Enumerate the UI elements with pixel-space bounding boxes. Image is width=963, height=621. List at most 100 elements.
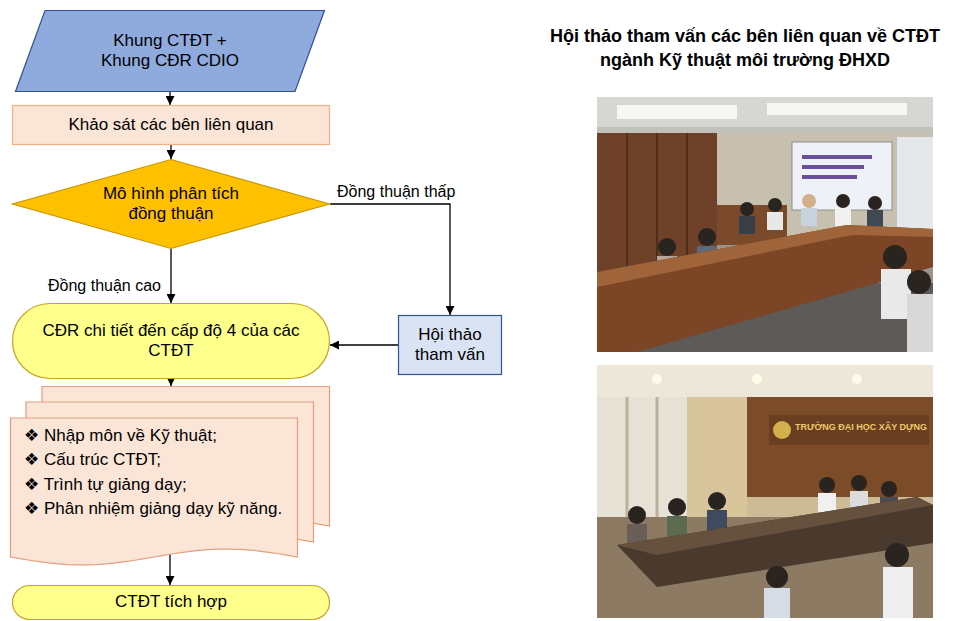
meeting-photo — [597, 365, 933, 618]
flow-arrow — [169, 554, 170, 585]
photo-detail — [769, 415, 929, 445]
photo-detail — [881, 481, 897, 497]
photo-detail — [747, 397, 933, 497]
multi-document-outline — [10, 386, 330, 566]
photo-detail — [802, 165, 864, 169]
document-page — [42, 387, 330, 534]
photo-detail — [802, 194, 816, 208]
edge-label: Đồng thuận thấp — [335, 182, 457, 201]
photo-detail — [767, 212, 783, 230]
photo-detail — [852, 374, 862, 384]
node-text: Mô hình phân tích đồng thuận — [91, 184, 251, 225]
terminator-box: CĐR chi tiết đến cấp độ 4 của các CTĐT — [12, 303, 330, 379]
node-text: ❖ Phân nhiệm giảng dạy kỹ năng. — [24, 499, 286, 519]
decision-diamond: Mô hình phân tích đồng thuận — [12, 159, 330, 249]
edge-label: Đồng thuận cao — [46, 276, 163, 295]
photo-detail — [740, 202, 754, 216]
node-text: CĐR chi tiết đến cấp độ 4 của các CTĐT — [41, 321, 301, 362]
terminator-box-outline — [12, 303, 330, 379]
photo-detail — [698, 228, 716, 246]
flow-arrow — [330, 344, 398, 345]
node-text: ❖ Cấu trúc CTĐT; — [24, 450, 286, 470]
photo-detail — [739, 216, 755, 234]
process-box: Khảo sát các bên liên quan — [12, 105, 330, 145]
photo-detail — [687, 397, 747, 517]
photo-detail — [867, 210, 883, 228]
decision-diamond-outline — [12, 159, 330, 249]
node-text: ❖ Nhập môn về Kỹ thuật; — [24, 426, 286, 446]
shape-fill — [13, 106, 330, 145]
node-text: Hội thảo tham vấn — [404, 325, 496, 366]
photo-detail — [768, 198, 782, 212]
shape-fill — [399, 316, 502, 375]
node-text: Khung CTĐT + Khung CĐR CDIO — [93, 31, 248, 72]
photo-detail — [652, 374, 662, 384]
photo-detail — [752, 374, 762, 384]
photo-detail — [883, 567, 913, 618]
photo-detail — [656, 397, 659, 517]
photo-detail — [773, 421, 791, 439]
photo-detail — [658, 238, 676, 256]
shape-fill — [13, 160, 330, 249]
photo-detail — [767, 103, 907, 115]
photo-detail — [907, 270, 931, 294]
shape-fill — [13, 304, 330, 379]
photo-detail — [597, 365, 933, 618]
photo-detail — [851, 475, 867, 491]
photo-detail — [835, 208, 851, 226]
multi-document: ❖ Nhập môn về Kỹ thuật; ❖ Cấu trúc CTĐT; ❖… — [10, 386, 330, 566]
flow-arrow — [330, 204, 450, 315]
photo-detail — [597, 127, 933, 133]
process-box-outline — [12, 105, 330, 145]
photo-detail — [764, 588, 790, 618]
terminator-box: CTĐT tích hợp — [12, 585, 330, 620]
photo-detail — [668, 498, 686, 516]
photo-detail — [628, 506, 646, 524]
photo-detail — [597, 225, 933, 352]
wall-sign-text: TRƯỜNG ĐẠI HỌC XÂY DỰNG — [795, 423, 927, 433]
photo-detail — [868, 196, 882, 210]
node-text: Khảo sát các bên liên quan — [68, 115, 273, 135]
photo-detail — [597, 397, 687, 517]
document-page — [11, 418, 298, 565]
page-title: Hội thảo tham vấn các bên liên quan về C… — [540, 24, 950, 73]
photo-detail — [819, 477, 835, 493]
shape-fill — [16, 11, 325, 92]
meeting-photo — [597, 97, 933, 352]
photo-detail — [907, 294, 933, 352]
process-box: Hội thảo tham vấn — [398, 315, 502, 375]
photo-detail — [766, 566, 788, 588]
process-box-outline — [398, 315, 502, 375]
node-text: ❖ Trình tự giảng dạy; — [24, 475, 286, 495]
photo-detail — [597, 97, 933, 352]
photo-detail — [626, 397, 629, 517]
photo-detail — [836, 194, 850, 208]
photo-detail — [883, 245, 907, 269]
photo-detail — [802, 155, 872, 159]
document-page — [26, 402, 314, 550]
photo-detail — [801, 208, 817, 226]
photo-detail — [802, 175, 857, 179]
flow-arrow — [169, 92, 170, 105]
photo-detail — [881, 269, 911, 319]
photo-detail — [708, 492, 726, 510]
flow-arrow — [170, 249, 171, 303]
photo-detail — [792, 142, 892, 210]
input-parallelogram-outline — [15, 10, 325, 92]
terminator-box-outline — [12, 585, 330, 620]
flow-arrow — [170, 379, 171, 386]
photo-detail — [626, 133, 628, 283]
shape-fill — [13, 586, 330, 620]
photo-detail — [617, 105, 737, 119]
flow-arrow — [170, 145, 171, 159]
photo-detail — [597, 365, 933, 397]
input-parallelogram: Khung CTĐT + Khung CĐR CDIO — [15, 10, 325, 92]
photo-detail — [617, 497, 933, 555]
photo-detail — [885, 543, 909, 567]
